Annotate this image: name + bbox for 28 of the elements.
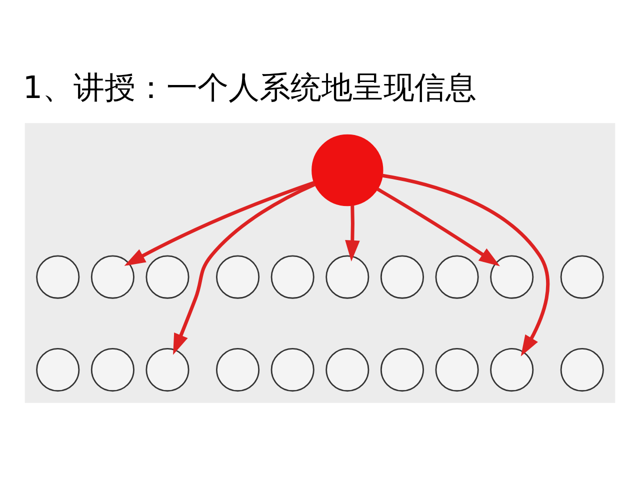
cluster (24, 122, 616, 402)
node-circle (490, 348, 534, 392)
arrow (376, 186, 500, 266)
node-circle (560, 348, 604, 392)
arrow (345, 204, 360, 261)
arrow (124, 180, 315, 266)
arrow (173, 182, 316, 354)
node-circle (435, 254, 479, 298)
node-circle (312, 134, 384, 206)
node-circle (90, 348, 134, 392)
node-circle (36, 348, 80, 392)
node-circle (380, 348, 424, 392)
node-circle (90, 254, 134, 298)
arrow (382, 173, 550, 356)
node-circle (326, 348, 370, 392)
node-circle (216, 254, 260, 298)
node-circle (270, 254, 314, 298)
node-circle (270, 348, 314, 392)
node-circle (435, 348, 479, 392)
node-circle (380, 254, 424, 298)
node-circle (146, 254, 190, 298)
node-circle (560, 254, 604, 298)
node-circle (490, 254, 534, 298)
diagram-title: 1、讲授：一个人系统地呈现信息 (22, 69, 477, 106)
node-circle (36, 254, 80, 298)
node-circle (146, 348, 190, 392)
node-circle (216, 348, 260, 392)
node-circle (326, 254, 370, 298)
